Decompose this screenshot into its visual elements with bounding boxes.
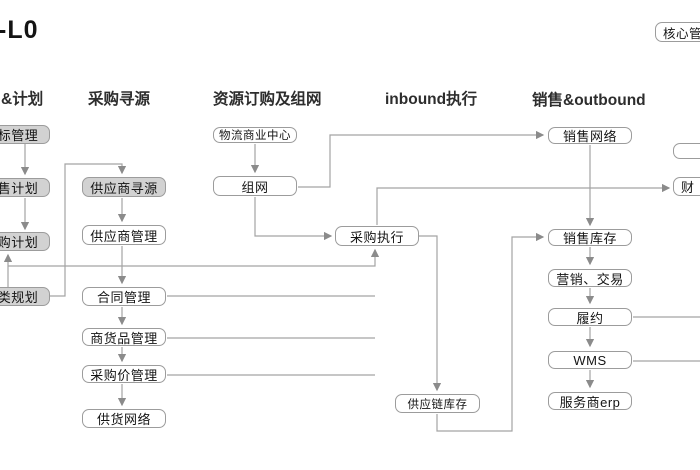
node-finance: 财 [673,177,700,196]
node-category-planning: 类规划 [0,287,50,306]
column-header-sales-outbound: 销售&outbound [532,92,646,109]
node-contract-management: 合同管理 [82,287,166,306]
node-supplier-sourcing: 供应商寻源 [82,177,166,197]
corner-badge-core-management: 核心管 [655,22,700,42]
node-goal-management: 标管理 [0,125,50,144]
node-purchase-price-management: 采购价管理 [82,365,166,383]
column-header-inbound: inbound执行 [385,91,478,108]
column-header-sourcing: 采购寻源 [88,91,151,108]
node-supply-network: 供货网络 [82,409,166,428]
column-header-planning: &计划 [1,91,44,108]
node-goods-management: 商货品管理 [82,328,166,346]
node-service-provider-erp: 服务商erp [548,392,632,410]
node-sales-inventory: 销售库存 [548,229,632,246]
node-marketing-trading: 营销、交易 [548,269,632,287]
node-networking: 组网 [213,176,297,196]
page-title: -L0 [0,16,39,44]
node-logistics-business-center: 物流商业中心 [213,127,297,143]
node-cutoff-right [673,143,700,159]
node-fulfillment: 履约 [548,308,632,326]
node-supplier-management: 供应商管理 [82,225,166,245]
node-supply-chain-inventory: 供应链库存 [395,394,480,413]
node-wms: WMS [548,351,632,369]
node-sales-plan: 售计划 [0,178,50,197]
node-purchase-plan: 购计划 [0,232,50,251]
node-sales-network: 销售网络 [548,127,632,144]
column-header-resource-network: 资源订购及组网 [213,91,322,108]
node-purchase-execution: 采购执行 [335,226,419,246]
